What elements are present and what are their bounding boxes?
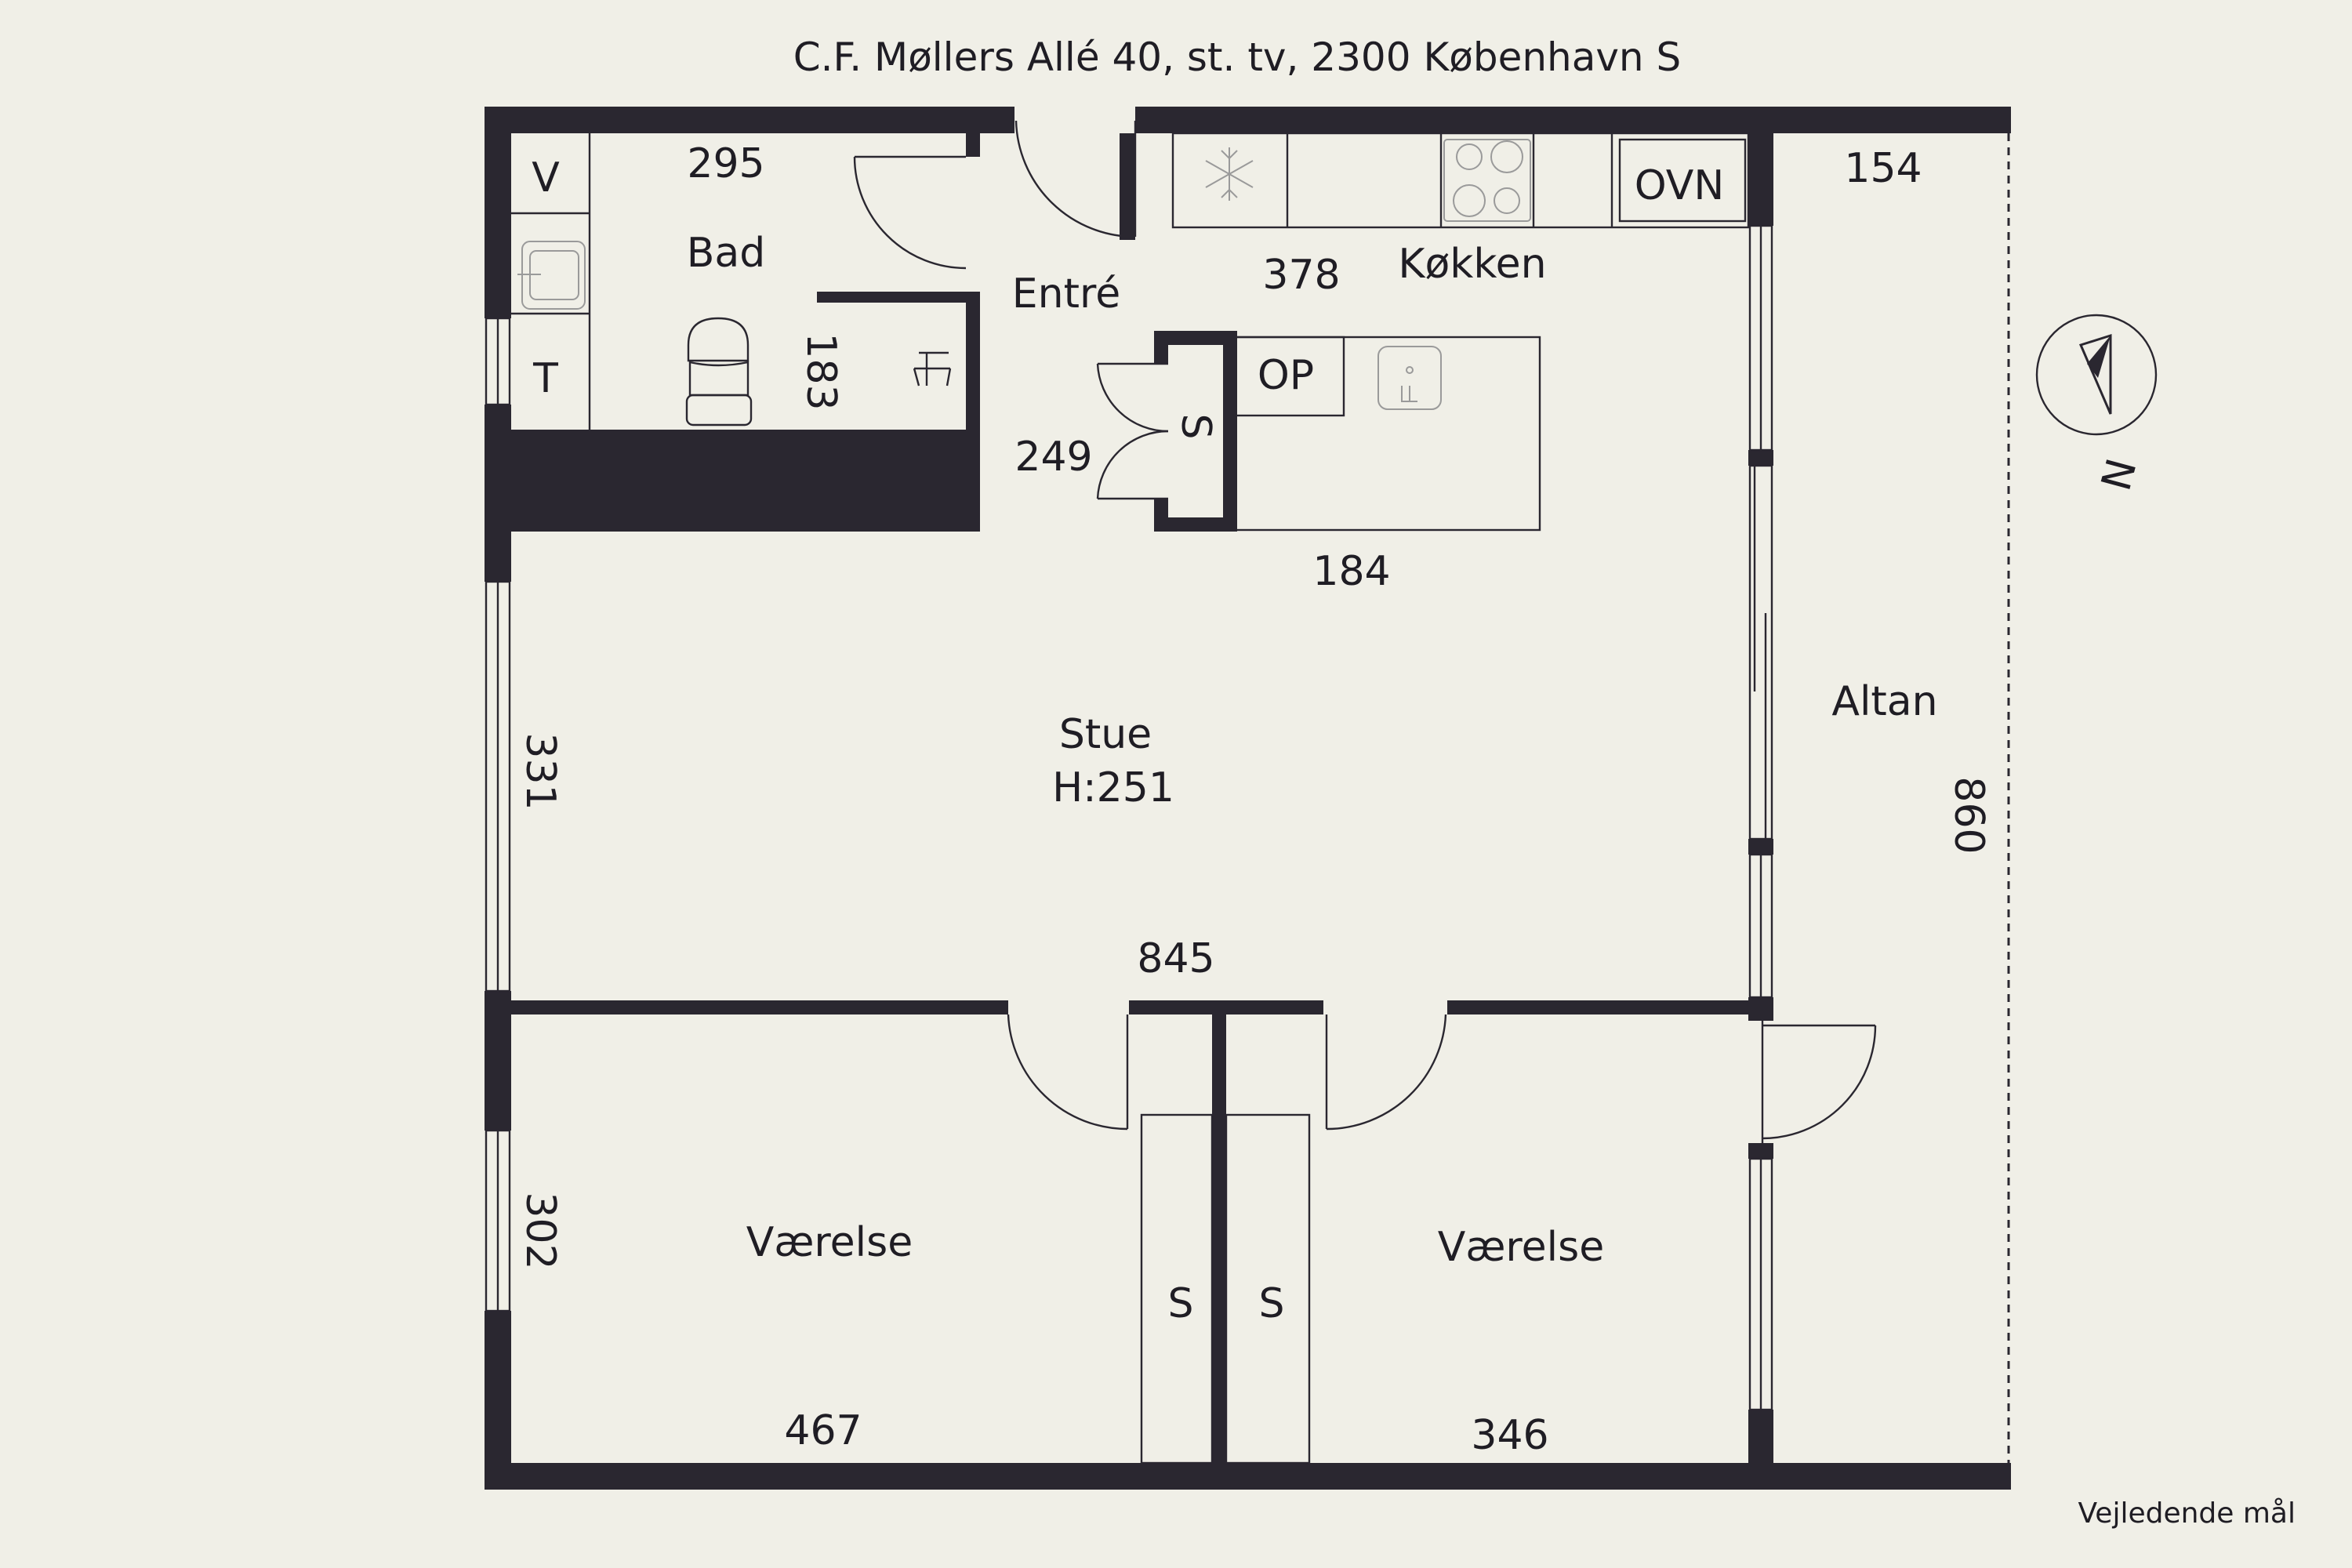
kitchen-counter — [1171, 132, 1750, 229]
room-label-vaerelse-left: Værelse — [746, 1219, 913, 1266]
dimension-labels: 295 183 378 154 249 184 331 845 860 302 … — [517, 140, 1992, 1459]
compass-icon — [2035, 314, 2158, 436]
fixture-label-s-right: S — [1258, 1280, 1284, 1327]
fixture-label-s-left: S — [1167, 1280, 1193, 1327]
entry-closet — [1096, 331, 1237, 532]
dim-room-302: 302 — [517, 1192, 564, 1269]
fixture-label-v: V — [532, 154, 560, 201]
dim-bad-depth: 183 — [797, 332, 844, 410]
disclaimer-note: Vejledende mål — [2078, 1497, 2296, 1530]
dim-island-184: 184 — [1312, 548, 1390, 595]
dim-altan-width: 154 — [1844, 145, 1922, 192]
hob-icon — [1443, 139, 1531, 222]
room-label-stue: Stue — [1059, 711, 1152, 758]
bathroom — [511, 133, 980, 532]
room-label-vaerelse-right: Værelse — [1438, 1224, 1604, 1271]
dim-kitchen-width: 378 — [1262, 252, 1340, 299]
dim-room-467: 467 — [784, 1407, 862, 1454]
bedroom-doors — [1007, 1014, 1447, 1131]
fixture-labels: V T OVN OP S S S — [532, 154, 1724, 1327]
dim-altan-860: 860 — [1945, 776, 1992, 854]
dim-closet-249: 249 — [1014, 434, 1092, 481]
address-title: C.F. Møllers Allé 40, st. tv, 2300 Køben… — [793, 34, 1682, 80]
fixture-label-t: T — [532, 355, 558, 402]
room-labels: Bad Entré Køkken Stue H:251 Altan Værels… — [687, 230, 1938, 1271]
dim-bad-width: 295 — [687, 140, 764, 187]
freezer-snowflake-icon — [1205, 147, 1254, 201]
dim-stue-331: 331 — [517, 732, 564, 810]
fixture-label-s-entry: S — [1172, 413, 1219, 439]
fixture-label-ovn: OVN — [1635, 162, 1725, 209]
windows-left — [485, 317, 511, 1312]
room-label-altan: Altan — [1831, 678, 1937, 725]
room-label-stue-height: H:251 — [1052, 764, 1174, 811]
room-label-entre: Entré — [1012, 270, 1120, 318]
room-label-kokken: Køkken — [1398, 241, 1546, 288]
compass-north-label: N — [2093, 454, 2147, 495]
dim-room-346: 346 — [1471, 1412, 1548, 1459]
bedroom-walls — [511, 1000, 1748, 1463]
room-label-bad: Bad — [687, 230, 766, 277]
dim-total-845: 845 — [1137, 935, 1214, 982]
fixture-label-op: OP — [1258, 352, 1314, 399]
outer-walls — [485, 107, 2011, 1490]
wardrobes — [1140, 1113, 1311, 1465]
entry-door — [1014, 120, 1137, 240]
balcony-door — [1761, 1021, 1877, 1143]
windows-balcony — [1748, 224, 1773, 1411]
